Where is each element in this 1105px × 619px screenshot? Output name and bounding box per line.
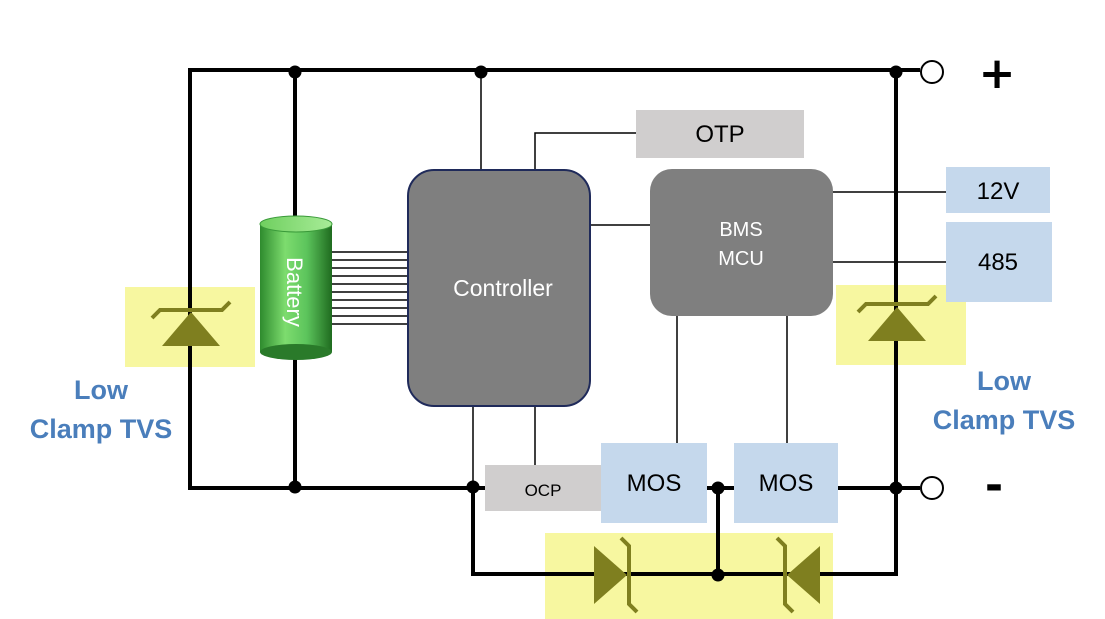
v12-block	[946, 167, 1050, 213]
left-tvs-label-line1: Low	[74, 375, 129, 405]
left-tvs-label-line2: Clamp TVS	[30, 414, 173, 444]
right-tvs-diode-icon	[856, 294, 938, 341]
battery-label: Battery	[282, 257, 307, 327]
ocp-label: OCP	[525, 481, 562, 500]
otp-block	[636, 110, 804, 158]
bottom-tvs-diode-right-icon	[775, 536, 820, 614]
mos-right-block	[734, 443, 838, 523]
battery-cell	[259, 215, 333, 360]
mos-left-block	[601, 443, 707, 523]
controller-label: Controller	[453, 275, 553, 301]
bms-mcu-label-line1: BMS	[719, 219, 762, 241]
rs485-label: 485	[978, 249, 1018, 276]
mos-left-label: MOS	[627, 470, 682, 497]
bms-mcu-block	[650, 169, 833, 316]
left-tvs-diode-icon	[150, 300, 232, 346]
negative-terminal-label: -	[985, 460, 1003, 511]
v12-label: 12V	[977, 178, 1020, 205]
ocp-block	[485, 465, 602, 511]
signal-wires	[330, 70, 946, 488]
bms-mcu-label-line2: MCU	[718, 248, 764, 270]
negative-terminal	[920, 476, 944, 500]
otp-label: OTP	[695, 121, 744, 148]
right-tvs-label-line2: Clamp TVS	[933, 405, 1076, 435]
bottom-tvs-diode-left-icon	[594, 536, 639, 614]
junction-dots	[288, 65, 903, 582]
rs485-block	[946, 222, 1052, 302]
mos-right-label: MOS	[759, 470, 814, 497]
positive-terminal	[920, 60, 944, 84]
right-tvs-label-line1: Low	[977, 366, 1032, 396]
controller-block	[407, 169, 591, 407]
positive-terminal-label: +	[979, 48, 1016, 99]
